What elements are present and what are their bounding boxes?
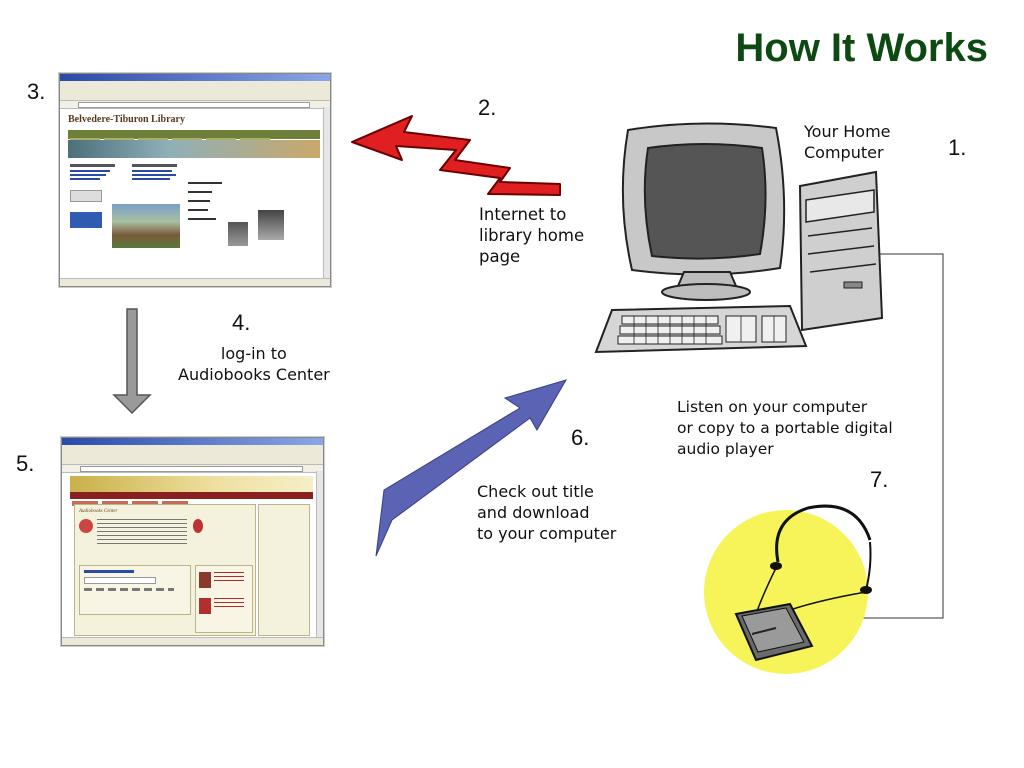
window-menubar: [60, 81, 330, 86]
window-scrollbar: [316, 471, 323, 638]
address-bar: [62, 465, 323, 473]
step-4-number: 4.: [232, 310, 251, 335]
step-6-number: 6.: [571, 425, 590, 450]
library-homepage-screenshot: Belvedere-Tiburon Library: [59, 73, 331, 287]
page-title: How It Works: [735, 26, 988, 70]
step-1-number: 1.: [948, 135, 967, 160]
logo-circle: [79, 519, 93, 533]
audiobooks-header: [70, 476, 313, 492]
audiobooks-center-screenshot: Audiobooks Center: [61, 437, 324, 646]
red-internet-arrow: [351, 115, 561, 196]
audiobooks-site-name: Audiobooks Center: [79, 509, 118, 514]
window-titlebar: [62, 438, 323, 445]
window-menubar: [62, 445, 323, 450]
step-2-number: 2.: [478, 95, 497, 120]
audio-player-icon: [734, 602, 814, 662]
blue-download-arrow: [375, 379, 568, 557]
portrait-photo: [258, 210, 284, 240]
connection-cable: [858, 253, 944, 619]
library-banner: [68, 140, 320, 158]
library-building-photo: [112, 204, 180, 248]
window-statusbar: [60, 278, 330, 286]
step-7-number: 7.: [870, 467, 889, 492]
window-statusbar: [62, 637, 323, 645]
step-7-caption: Listen on your computer or copy to a por…: [677, 398, 893, 458]
library-left-column: [70, 164, 125, 228]
computer-icon: [594, 122, 884, 354]
audiobooks-main-panel: Audiobooks Center: [74, 504, 256, 636]
gray-down-arrow: [112, 308, 152, 415]
step-4-caption: log-in to Audiobooks Center: [178, 344, 330, 384]
address-bar: [60, 101, 330, 109]
intro-text: [97, 519, 187, 547]
step-6-caption: Check out title and download to your com…: [477, 482, 617, 543]
audiobooks-tabs: [70, 492, 313, 506]
window-scrollbar: [323, 107, 330, 279]
library-site-name: Belvedere-Tiburon Library: [68, 114, 185, 125]
portrait-photo: [228, 222, 248, 246]
headphones-icon: [751, 504, 872, 627]
search-panel: [79, 565, 191, 615]
library-links-list: [188, 182, 228, 220]
window-toolbar: [60, 86, 330, 101]
window-toolbar: [62, 450, 323, 465]
library-center-column: [132, 164, 202, 180]
featured-titles-panel: [195, 565, 253, 633]
step-5-number: 5.: [16, 451, 35, 476]
audiobooks-side-panel: [258, 504, 310, 636]
step-1-caption: Your Home Computer: [804, 122, 891, 162]
recorded-books-logo: [193, 519, 203, 533]
step-3-number: 3.: [27, 79, 46, 104]
step-2-caption: Internet to library home page: [479, 205, 585, 266]
window-titlebar: [60, 74, 330, 81]
